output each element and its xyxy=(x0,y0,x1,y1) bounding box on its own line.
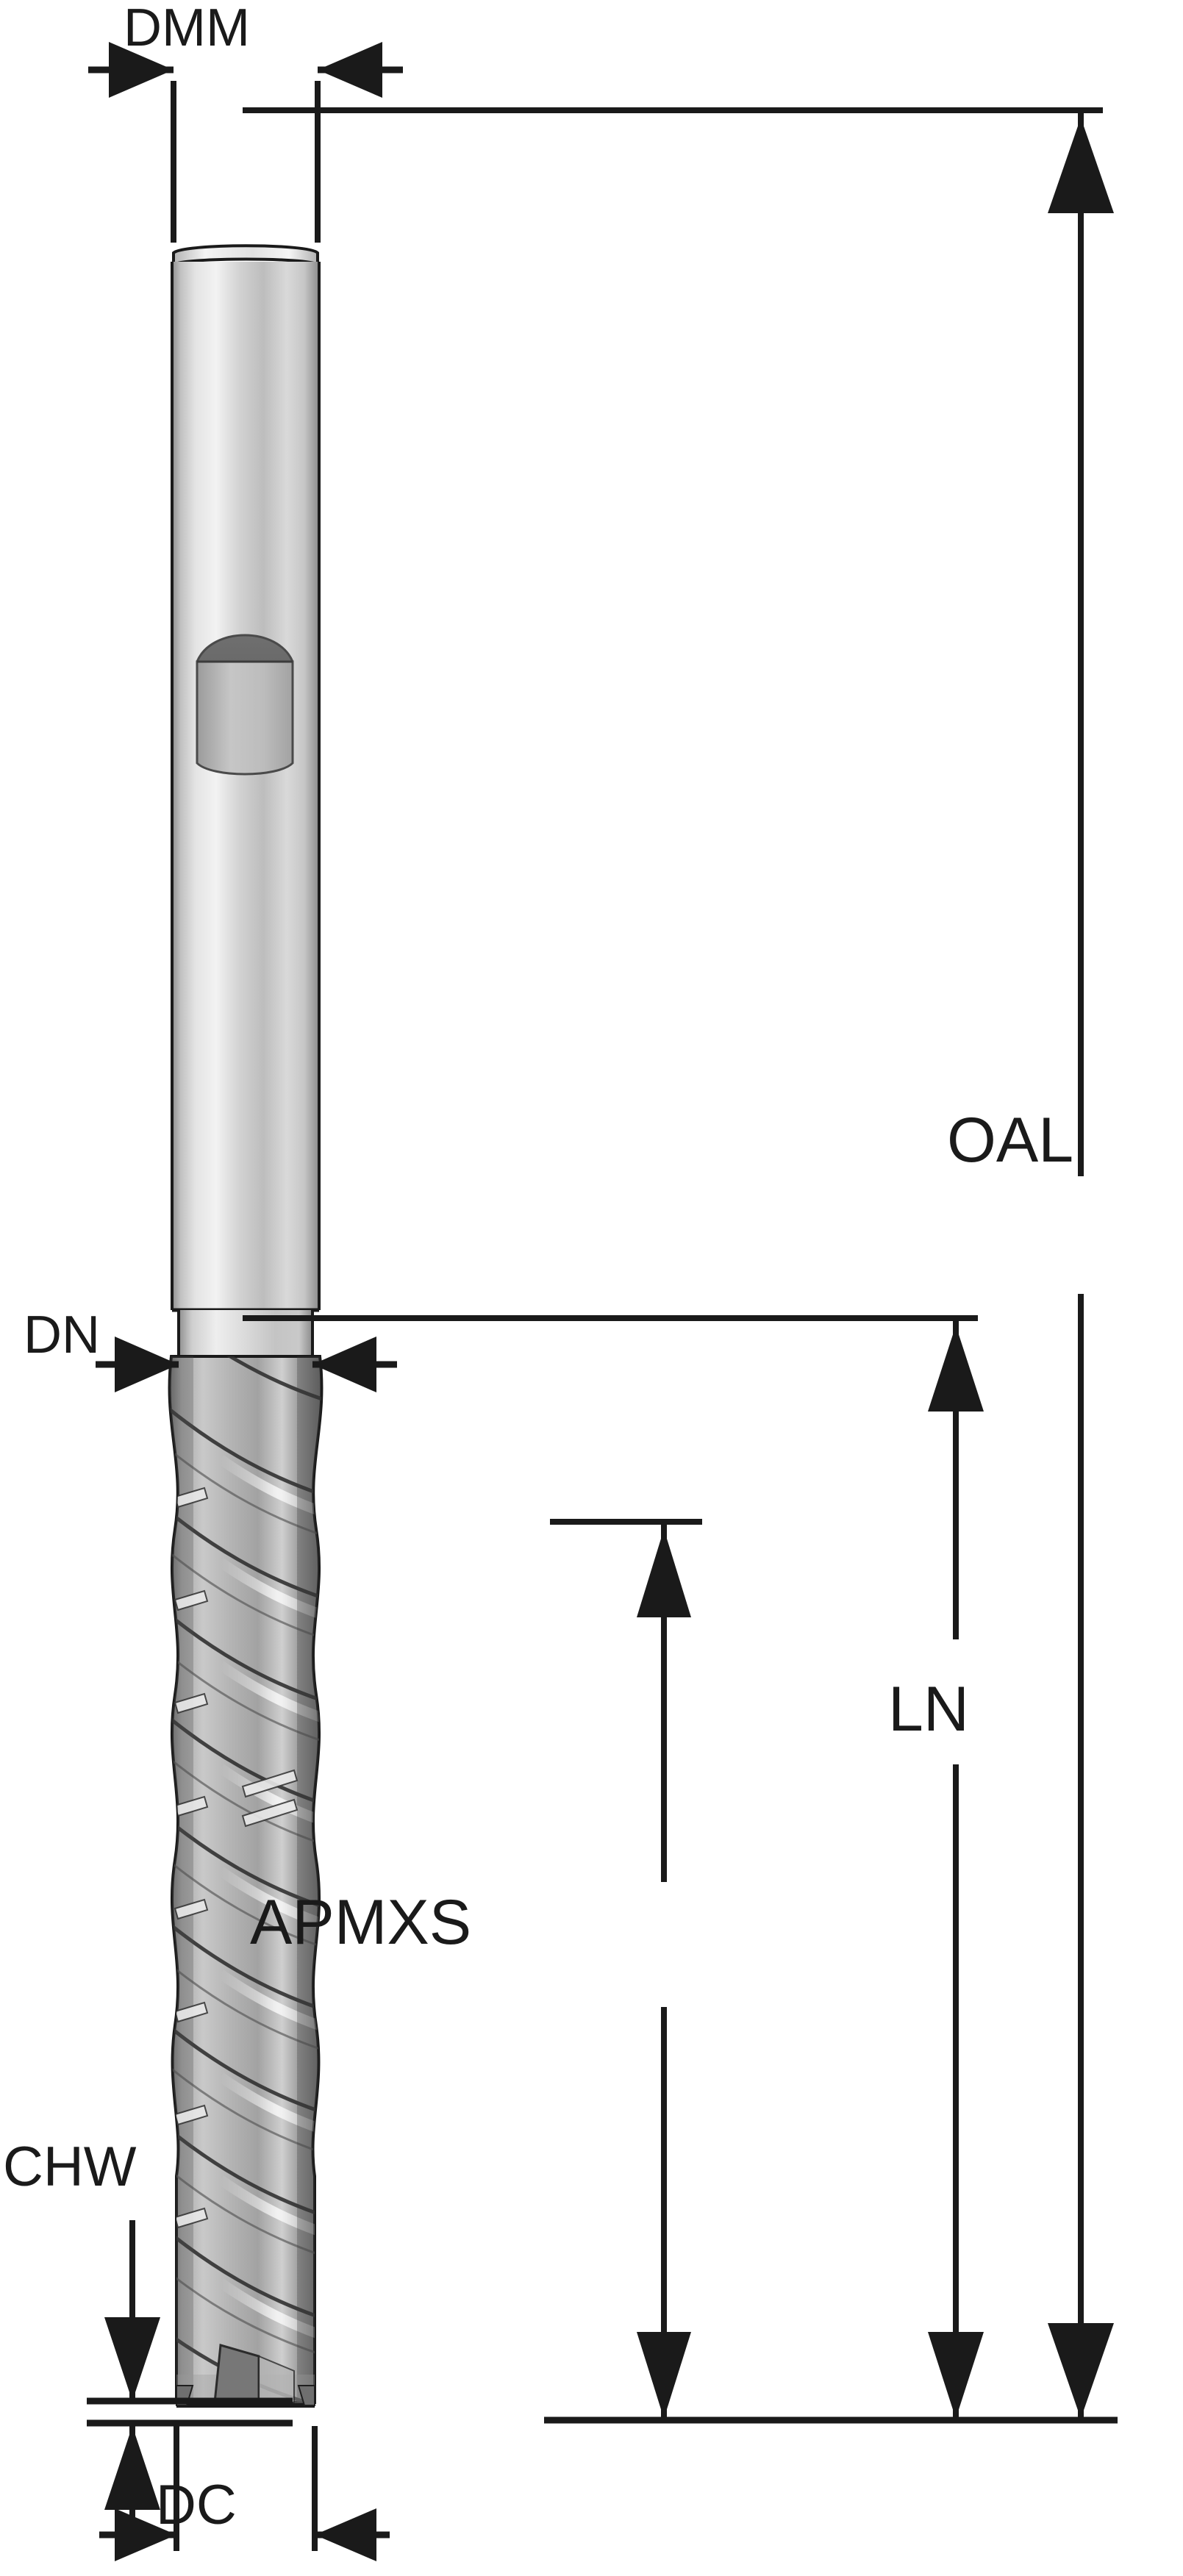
label-apmxs: APMXS xyxy=(250,1887,472,1958)
dmm-arrow-left xyxy=(109,42,174,98)
dn-arrow-right xyxy=(312,1337,376,1392)
dimension-oal xyxy=(243,107,1114,2419)
label-ln: LN xyxy=(888,1674,969,1745)
apmxs-arrow-bottom xyxy=(637,2332,691,2419)
label-oal: OAL xyxy=(947,1105,1074,1176)
dimension-dn xyxy=(96,1337,397,1392)
apmxs-arrow-top xyxy=(637,1529,691,1617)
chw-arrow-down xyxy=(104,2317,160,2401)
oal-arrow-top xyxy=(1048,118,1114,213)
dimension-apmxs xyxy=(550,1519,702,2419)
ln-arrow-bottom xyxy=(928,2332,984,2419)
end-tooth-center xyxy=(213,2344,260,2404)
label-chw: CHW xyxy=(3,2136,137,2198)
dimension-ln xyxy=(243,1315,984,2419)
label-dc: DC xyxy=(156,2474,237,2536)
dc-arrow-right xyxy=(315,2508,376,2561)
weldon-flat xyxy=(196,634,294,776)
dimension-dc xyxy=(99,2426,390,2561)
tool-shank xyxy=(172,262,319,1310)
dn-arrow-left xyxy=(115,1337,179,1392)
dc-arrow-left xyxy=(115,2508,176,2561)
ln-arrow-top xyxy=(928,1325,984,1412)
corner-chamfer-right xyxy=(297,2385,315,2406)
label-dn: DN xyxy=(24,1306,100,1364)
oal-arrow-bottom xyxy=(1048,2323,1114,2419)
label-dmm: DMM xyxy=(124,0,250,57)
dimension-dmm xyxy=(88,42,403,243)
dimension-chw xyxy=(87,2220,293,2551)
dmm-arrow-right xyxy=(318,42,382,98)
